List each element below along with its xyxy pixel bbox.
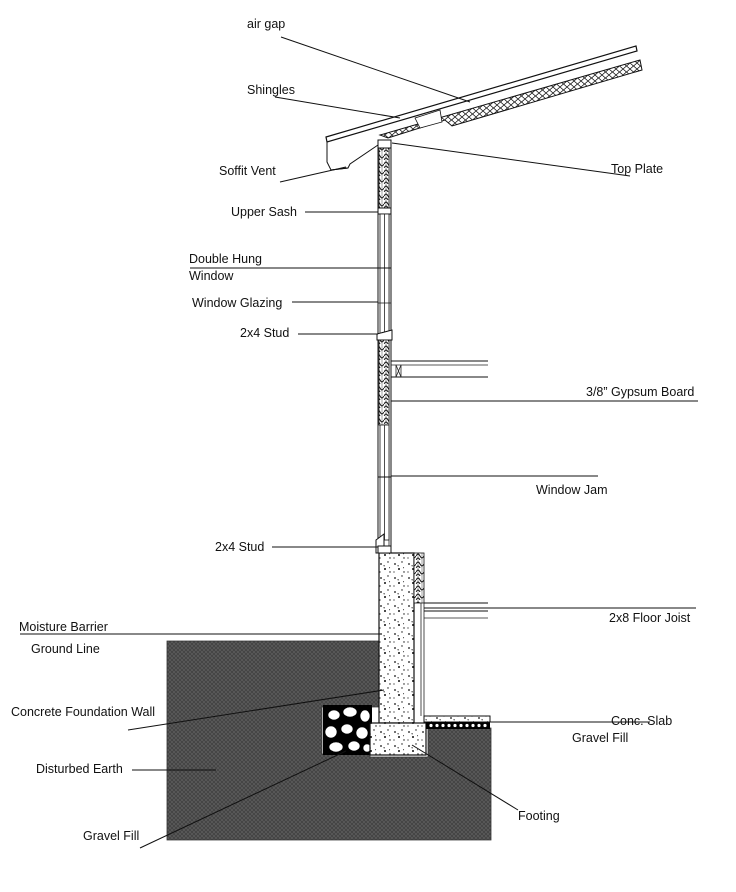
roof-assembly: [325, 45, 643, 171]
label-gypsum-board: 3/8” Gypsum Board: [586, 385, 694, 399]
labels: air gap Shingles Soffit Vent Top Plate U…: [11, 17, 694, 843]
label-moisture-barrier: Moisture Barrier: [19, 620, 108, 634]
label-double-hung-line1: Double Hung: [189, 252, 262, 266]
label-double-hung-line2: Window: [189, 269, 234, 283]
gravel-fill-left-pocket: [323, 705, 372, 755]
label-ground-line: Ground Line: [31, 642, 100, 656]
leader-lines: [20, 36, 698, 849]
label-conc-slab: Conc. Slab: [611, 714, 672, 728]
label-floor-joist: 2x8 Floor Joist: [609, 611, 691, 625]
label-window-jam: Window Jam: [536, 483, 608, 497]
label-top-plate: Top Plate: [611, 162, 663, 176]
concrete-foundation-wall: [378, 552, 415, 724]
label-upper-sash: Upper Sash: [231, 205, 297, 219]
exterior-wall: [375, 144, 393, 554]
rim-insulation: [413, 552, 425, 604]
concrete-slab: [423, 715, 491, 723]
label-window-glazing: Window Glazing: [192, 296, 282, 310]
label-gravel-fill-left: Gravel Fill: [83, 829, 139, 843]
label-air-gap: air gap: [247, 17, 285, 31]
label-2x4-stud-lower: 2x4 Stud: [215, 540, 264, 554]
label-shingles: Shingles: [247, 83, 295, 97]
gravel-fill-under-slab: [426, 722, 490, 729]
label-2x4-stud-upper: 2x4 Stud: [240, 326, 289, 340]
label-gravel-fill-right: Gravel Fill: [572, 731, 628, 745]
label-soffit-vent: Soffit Vent: [219, 164, 276, 178]
floor-joist: [424, 602, 488, 619]
label-foundation-wall: Concrete Foundation Wall: [11, 705, 155, 719]
label-disturbed-earth: Disturbed Earth: [36, 762, 123, 776]
interior-floor-framing: [391, 360, 488, 378]
label-footing: Footing: [518, 809, 560, 823]
concrete-footing: [369, 722, 427, 756]
